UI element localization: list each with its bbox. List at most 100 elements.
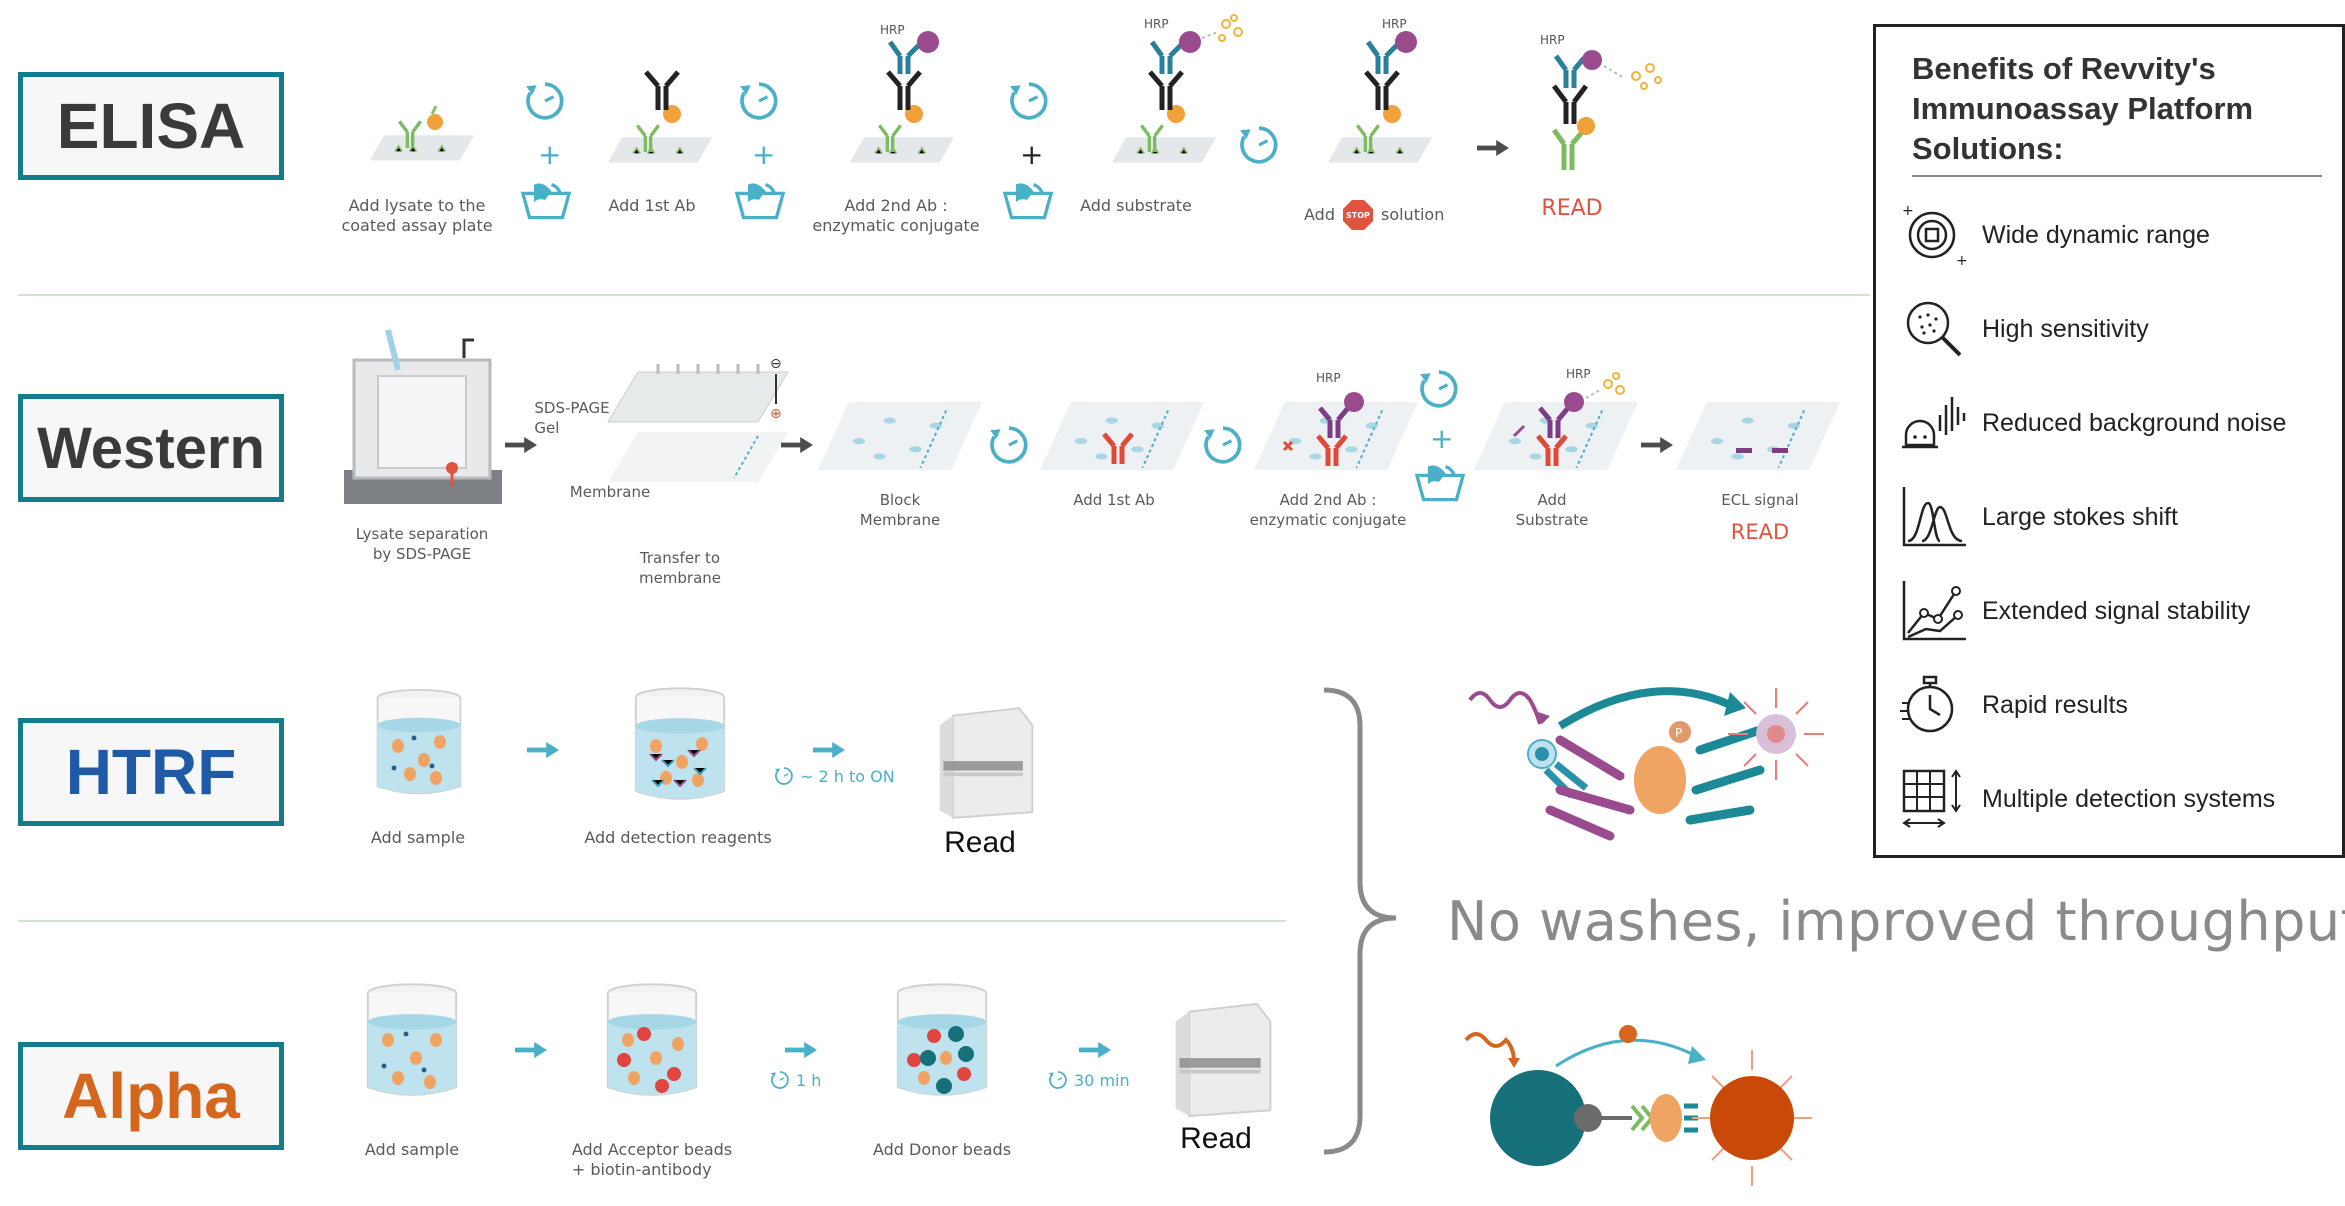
elisa-first-antibody-icon: [606, 70, 714, 164]
elisa-second-antibody-icon: HRP: [848, 23, 956, 164]
htrf-read-label: Read: [944, 826, 1016, 859]
gel-transfer-icon: ⊖ ⊕: [607, 356, 789, 482]
htrf-timer-text: ~ 2 h to ON: [800, 766, 895, 786]
curly-brace-icon: [1323, 687, 1397, 1155]
elisa-label: ELISA: [56, 90, 246, 162]
magnifier-icon: [1906, 301, 1962, 357]
plus-sign: +: [1020, 138, 1044, 171]
arrow-icon: [527, 742, 559, 758]
arrow-icon: [781, 437, 813, 453]
benefit-label: Extended signal stability: [1982, 596, 2251, 625]
elisa-step-1-caption: Add lysate to the coated assay plate: [341, 196, 493, 235]
grid-icon: [1902, 769, 1961, 828]
timer-icon: [770, 1071, 789, 1089]
stop-sign-icon: STOP: [1342, 200, 1373, 230]
sds-page-tank-icon: [344, 329, 502, 504]
plus-sign: +: [538, 138, 562, 171]
alpha-timer-2-text: 30 min: [1074, 1070, 1130, 1090]
htrf-incubation: ~ 2 h to ON: [774, 766, 895, 786]
alpha-step-3-caption: Add Donor beads: [872, 1140, 1012, 1159]
benefit-label: Large stokes shift: [1982, 502, 2178, 531]
benefit-label: Multiple detection systems: [1982, 784, 2276, 813]
noise-icon: [1902, 397, 1966, 449]
benefit-item: Large stokes shift: [1900, 485, 2340, 549]
wash-timer-icon: [1238, 126, 1278, 164]
hrp-label: HRP: [880, 23, 905, 37]
htrf-sample-beaker-icon: [376, 688, 462, 795]
western-step-3-caption: Block Membrane: [859, 491, 941, 529]
alpha-incubation-2: 30 min: [1048, 1070, 1130, 1090]
benefit-item: Extended signal stability: [1900, 579, 2340, 643]
western-step-4-caption: Add 1st Ab: [1073, 491, 1155, 509]
benefit-item: Rapid results: [1900, 673, 2340, 737]
benefit-item: High sensitivity: [1900, 297, 2340, 361]
arrow-icon: [813, 742, 845, 758]
benefits-title: Benefits of Revvity's Immunoassay Platfo…: [1912, 51, 2254, 166]
alpha-read-label: Read: [1180, 1122, 1252, 1155]
alpha-acceptor-beaker-icon: [606, 983, 698, 1096]
row-divider: [18, 920, 1286, 922]
western-read-label: READ: [1730, 520, 1790, 544]
tagline: No washes, improved throughput: [1447, 890, 2345, 953]
stop-suffix: solution: [1380, 205, 1445, 224]
alpha-timer-1-text: 1 h: [796, 1070, 822, 1090]
arrow-icon: [1641, 437, 1673, 453]
alpha-mechanism-icon: [1464, 1025, 1812, 1186]
svg-text:⊖: ⊖: [770, 356, 782, 372]
benefit-label: Reduced background noise: [1982, 408, 2287, 437]
western-step-5-caption: Add 2nd Ab : enzymatic conjugate: [1249, 491, 1407, 529]
wash-basin-icon: [521, 181, 571, 220]
hrp-label: HRP: [1144, 17, 1169, 31]
elisa-substrate-icon: HRP: [1110, 14, 1243, 164]
elisa-read-label: READ: [1541, 196, 1603, 221]
arrow-icon: [1079, 1042, 1111, 1058]
sds-page-gel-label: SDS-PAGE Gel: [534, 399, 610, 437]
arrow-icon: [515, 1042, 547, 1058]
target-icon: ++: [1902, 203, 1968, 269]
alpha-label: Alpha: [62, 1060, 240, 1132]
wash-timer-icon: [524, 82, 564, 120]
benefits-panel: Benefits of Revvity's Immunoassay Platfo…: [1873, 24, 2345, 858]
alpha-sample-beaker-icon: [366, 983, 458, 1096]
benefit-label: Rapid results: [1982, 690, 2128, 719]
elisa-coated-plate-icon: [368, 105, 476, 162]
western-step-1-caption: Lysate separation by SDS-PAGE: [355, 525, 489, 563]
blocked-membrane-icon: [818, 401, 982, 471]
timer-icon: [1048, 1071, 1067, 1089]
arrow-icon: [785, 1042, 817, 1058]
wash-timer-icon: [738, 82, 778, 120]
htrf-mechanism-icon: P: [1468, 687, 1824, 841]
htrf-plate-reader-icon: [938, 707, 1034, 819]
arrow-icon: [505, 437, 537, 453]
arrow-icon: [1477, 140, 1509, 156]
svg-text:+: +: [1956, 253, 1968, 269]
benefit-item: ++ Wide dynamic range: [1900, 203, 2340, 269]
alpha-step-2-caption: Add Acceptor beads + biotin-antibody: [571, 1140, 733, 1179]
membrane-label: Membrane: [569, 483, 651, 501]
benefit-item: Reduced background noise: [1900, 391, 2340, 455]
plus-sign: +: [1430, 422, 1454, 455]
hrp-label: HRP: [1382, 17, 1407, 31]
benefit-label: High sensitivity: [1982, 314, 2149, 343]
stopwatch-icon: [1900, 675, 1954, 733]
hrp-label: HRP: [1566, 367, 1591, 381]
elisa-step-3-caption: Add 2nd Ab : enzymatic conjugate: [812, 196, 980, 235]
htrf-reagent-beaker-icon: [634, 687, 726, 800]
htrf-label-box: HTRF: [18, 718, 284, 826]
svg-text:P: P: [1675, 726, 1682, 740]
htrf-step-2-caption: Add detection reagents: [584, 828, 772, 847]
hrp-label: HRP: [1316, 371, 1341, 385]
alpha-incubation-1: 1 h: [770, 1070, 821, 1090]
wash-timer-icon: [1008, 82, 1048, 120]
benefit-label: Wide dynamic range: [1982, 220, 2210, 249]
alpha-donor-beaker-icon: [896, 983, 988, 1096]
peaks-icon: [1902, 487, 1966, 547]
timer-icon: [774, 767, 793, 785]
stop-prefix: Add: [1304, 205, 1335, 224]
wash-basin-icon: [1003, 181, 1053, 220]
alpha-plate-reader-icon: [1174, 1002, 1272, 1118]
svg-text:⊕: ⊕: [770, 406, 782, 422]
htrf-label: HTRF: [65, 736, 237, 808]
hrp-label: HRP: [1540, 33, 1565, 47]
wash-timer-icon: [1418, 370, 1458, 408]
